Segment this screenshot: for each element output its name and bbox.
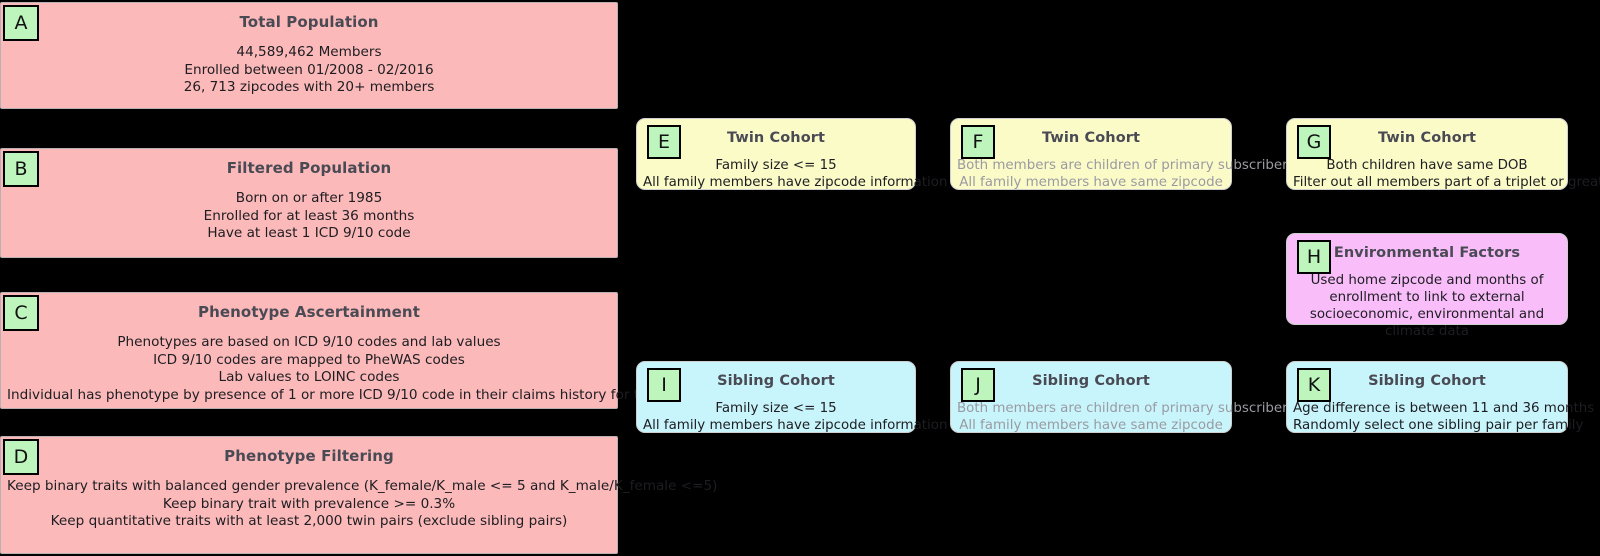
panel-badge-i: I [647,368,681,402]
panel-body-line: All family members have same zipcode [959,418,1223,433]
panel-body-line: All family members have same zipcode [959,175,1223,190]
panel-body-line: Keep binary traits with balanced gender … [7,478,718,494]
panel-body-f: Both members are children of primary sub… [951,157,1288,191]
panel-body-line: All family members have zipcode informat… [643,175,948,190]
panel-body-line: Both members are children of primary sub… [957,158,1288,173]
panel-body-line: Keep quantitative traits with at least 2… [50,513,568,529]
panel-body-j: Both members are children of primary sub… [951,400,1288,434]
panel-body-line: Used home zipcode and months of enrollme… [1309,273,1545,339]
panel-body-line: Family size <= 15 [715,401,837,416]
panel-title-i: Sibling Cohort [717,373,835,389]
panel-badge-h: H [1297,240,1331,274]
panel-twin-cohort-f: F Twin Cohort Both members are children … [950,118,1288,191]
panel-title-a: Total Population [239,13,379,31]
panel-body-line: Both children have same DOB [1326,158,1528,173]
panel-body-line: ICD 9/10 codes are mapped to PheWAS code… [153,351,465,368]
panel-twin-cohort-e: E Twin Cohort Family size <= 15 All famil… [636,118,948,191]
panel-title-j: Sibling Cohort [1032,373,1150,389]
panel-body-line: Randomly select one sibling pair per fam… [1293,418,1584,433]
panel-filtered-population: B Filtered Population Born on or after 1… [0,148,618,258]
panel-title-f: Twin Cohort [1041,130,1141,146]
panel-badge-f: F [961,125,995,159]
panel-body-h: Used home zipcode and months of enrollme… [1287,272,1567,340]
panel-sibling-cohort-j: J Sibling Cohort Both members are childr… [950,361,1288,434]
panel-badge-a: A [3,5,39,41]
panel-body-line: Family size <= 15 [715,158,837,173]
panel-title-h: Environmental Factors [1333,245,1521,261]
panel-body-line: Have at least 1 ICD 9/10 code [207,225,411,241]
panel-sibling-cohort-k: K Sibling Cohort Age difference is betwe… [1286,361,1595,434]
panel-badge-d: D [3,439,39,475]
panel-body-line: Both members are children of primary sub… [957,401,1288,416]
panel-badge-e: E [647,125,681,159]
panel-twin-cohort-g: G Twin Cohort Both children have same DO… [1286,118,1600,191]
panel-body-line: 26, 713 zipcodes with 20+ members [183,79,435,95]
panel-body-line: Enrolled for at least 36 months [203,207,415,224]
panel-environmental-factors: H Environmental Factors Used home zipcod… [1286,233,1568,339]
panel-phenotype-ascertainment: C Phenotype Ascertainment Phenotypes are… [0,292,759,409]
panel-body-line: Born on or after 1985 [235,190,383,206]
panel-phenotype-filtering: D Phenotype Filtering Keep binary traits… [0,436,718,554]
panel-title-b: Filtered Population [226,159,392,177]
panel-body-line: Individual has phenotype by presence of … [7,386,759,403]
panel-badge-g: G [1297,125,1331,159]
panel-sibling-cohort-i: I Sibling Cohort Family size <= 15 All fa… [636,361,948,434]
panel-title-g: Twin Cohort [1377,130,1477,146]
panel-title-d: Phenotype Filtering [224,447,394,465]
panel-body-k: Age difference is between 11 and 36 mont… [1287,400,1595,434]
panel-title-k: Sibling Cohort [1368,373,1486,389]
panel-body-e: Family size <= 15 All family members have… [637,157,948,191]
panel-body-g: Both children have same DOB Filter out al… [1287,157,1600,191]
panel-body-line: Filter out all members part of a triplet… [1293,175,1600,190]
panel-body-line: Enrolled between 01/2008 - 02/2016 [184,61,434,78]
panel-body-line: 44,589,462 Members [236,44,382,60]
panel-body-line: Age difference is between 11 and 36 mont… [1293,401,1595,416]
panel-body-d: Keep binary traits with balanced gender … [1,478,718,531]
panel-badge-j: J [961,368,995,402]
panel-title-e: Twin Cohort [726,130,826,146]
panel-body-line: Lab values to LOINC codes [218,369,400,385]
panel-badge-c: C [3,295,39,331]
panel-badge-b: B [3,151,39,187]
panel-body-line: Phenotypes are based on ICD 9/10 codes a… [117,334,501,350]
panel-body-line: Keep binary trait with prevalence >= 0.3… [162,495,456,512]
panel-title-c: Phenotype Ascertainment [198,303,420,321]
panel-body-line: All family members have zipcode informat… [643,418,948,433]
panel-body-c: Phenotypes are based on ICD 9/10 codes a… [1,334,759,404]
panel-badge-k: K [1297,368,1331,402]
panel-body-i: Family size <= 15 All family members have… [637,400,948,434]
